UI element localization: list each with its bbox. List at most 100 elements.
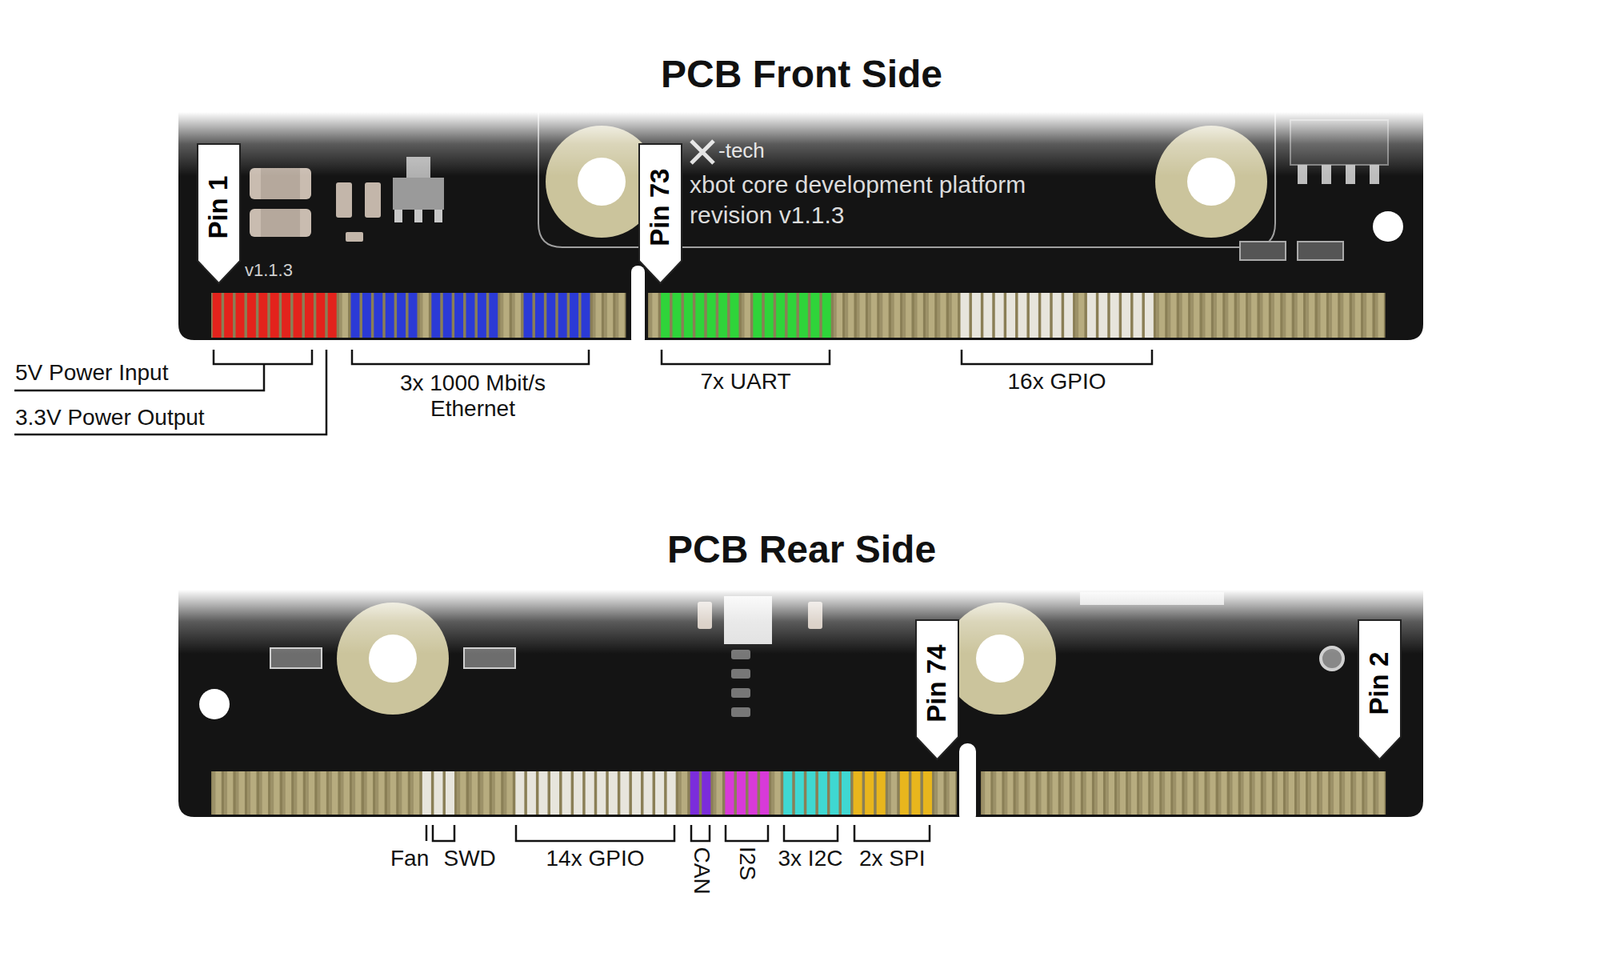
edge-finger — [684, 292, 693, 338]
finger-shade — [934, 771, 938, 815]
edge-finger — [822, 292, 832, 338]
finger-shade — [1156, 292, 1160, 338]
edge-finger — [512, 292, 521, 338]
finger-shade — [1342, 771, 1346, 815]
edge-finger — [340, 771, 350, 815]
finger-shade — [1317, 292, 1321, 338]
finger-shade — [492, 771, 496, 815]
finger-shade — [1283, 292, 1287, 338]
edge-finger — [1128, 771, 1137, 815]
finger-shade — [500, 292, 504, 338]
finger-shade — [376, 771, 380, 815]
edge-finger — [1029, 292, 1039, 338]
pin-group-label: 2x SPI — [859, 845, 925, 872]
edge-finger — [373, 292, 383, 338]
finger-shade — [891, 292, 895, 338]
edge-finger — [995, 292, 1004, 338]
edge-finger — [604, 292, 613, 338]
edge-finger — [903, 292, 912, 338]
edge-finger — [1151, 771, 1160, 815]
edge-finger — [293, 292, 303, 338]
finger-shade — [833, 292, 837, 338]
pin-group-label: 5V Power Input — [15, 360, 168, 386]
edge-finger — [788, 292, 797, 338]
edge-finger — [468, 771, 478, 815]
finger-shade — [1060, 771, 1064, 815]
group-brackets — [14, 349, 1152, 841]
edge-finger — [993, 771, 1003, 815]
silkscreen-text: xbot core development platform — [689, 171, 1026, 200]
pad-strip — [211, 292, 626, 338]
edge-finger — [741, 292, 751, 338]
finger-shade — [1225, 292, 1229, 338]
edge-finger — [1202, 292, 1212, 338]
edge-finger — [724, 771, 734, 815]
edge-finger — [1274, 771, 1284, 815]
pcb-board — [178, 112, 1424, 340]
edge-finger — [385, 292, 395, 338]
edge-finger — [888, 771, 897, 815]
silkscreen-text: -tech — [718, 139, 765, 164]
flag-outline — [197, 144, 240, 284]
edge-finger — [876, 771, 886, 815]
edge-finger — [829, 771, 839, 815]
edge-finger — [934, 771, 944, 815]
finger-shade — [937, 292, 941, 338]
edge-finger — [352, 771, 361, 815]
finger-shade — [1352, 292, 1356, 338]
finger-shade — [294, 771, 298, 815]
edge-finger — [410, 771, 420, 815]
finger-shade — [903, 292, 907, 338]
edge-finger — [212, 771, 222, 815]
edge-finger — [1016, 771, 1025, 815]
edge-finger — [1296, 771, 1306, 815]
edge-finger — [1064, 292, 1073, 338]
finger-shade — [880, 292, 884, 338]
edge-finger — [845, 292, 855, 338]
pin-group-label: CAN — [688, 846, 714, 894]
edge-finger — [420, 292, 429, 338]
edge-finger — [730, 292, 740, 338]
finger-shade — [1105, 771, 1109, 815]
edge-finger — [891, 292, 900, 338]
pad-strip — [980, 771, 1386, 815]
edge-finger — [305, 771, 315, 815]
finger-shade — [1248, 292, 1252, 338]
edge-finger — [1252, 771, 1261, 815]
finger-shade — [993, 771, 997, 815]
edge-finger — [960, 292, 970, 338]
finger-shade — [1306, 292, 1310, 338]
finger-shade — [410, 771, 414, 815]
finger-shade — [399, 771, 403, 815]
silkscreen-text: v1.1.3 — [244, 260, 293, 280]
finger-shade — [1027, 771, 1031, 815]
edge-finger — [810, 292, 820, 338]
edge-finger — [972, 292, 981, 338]
edge-finger — [678, 771, 688, 815]
finger-shade — [1319, 771, 1323, 815]
finger-shade — [1004, 771, 1008, 815]
edge-finger — [236, 292, 245, 338]
edge-finger — [655, 771, 664, 815]
finger-shade — [982, 771, 986, 815]
edge-finger — [271, 771, 280, 815]
edge-finger — [1140, 771, 1149, 815]
edge-finger — [527, 771, 536, 815]
edge-finger — [818, 771, 828, 815]
finger-shade — [948, 292, 952, 338]
silkscreen-text: revision v1.1.3 — [689, 201, 844, 230]
edge-finger — [339, 292, 348, 338]
edge-finger — [632, 771, 641, 815]
edge-finger — [806, 771, 816, 815]
finger-shade — [604, 292, 608, 338]
edge-finger — [772, 771, 781, 815]
finger-shade — [271, 771, 275, 815]
finger-shade — [420, 292, 424, 338]
finger-shade — [1285, 771, 1289, 815]
finger-shade — [457, 771, 461, 815]
edge-finger — [317, 771, 327, 815]
edge-finger — [500, 292, 510, 338]
edge-finger — [718, 292, 728, 338]
pad-strip — [211, 771, 957, 815]
edge-finger — [701, 771, 711, 815]
